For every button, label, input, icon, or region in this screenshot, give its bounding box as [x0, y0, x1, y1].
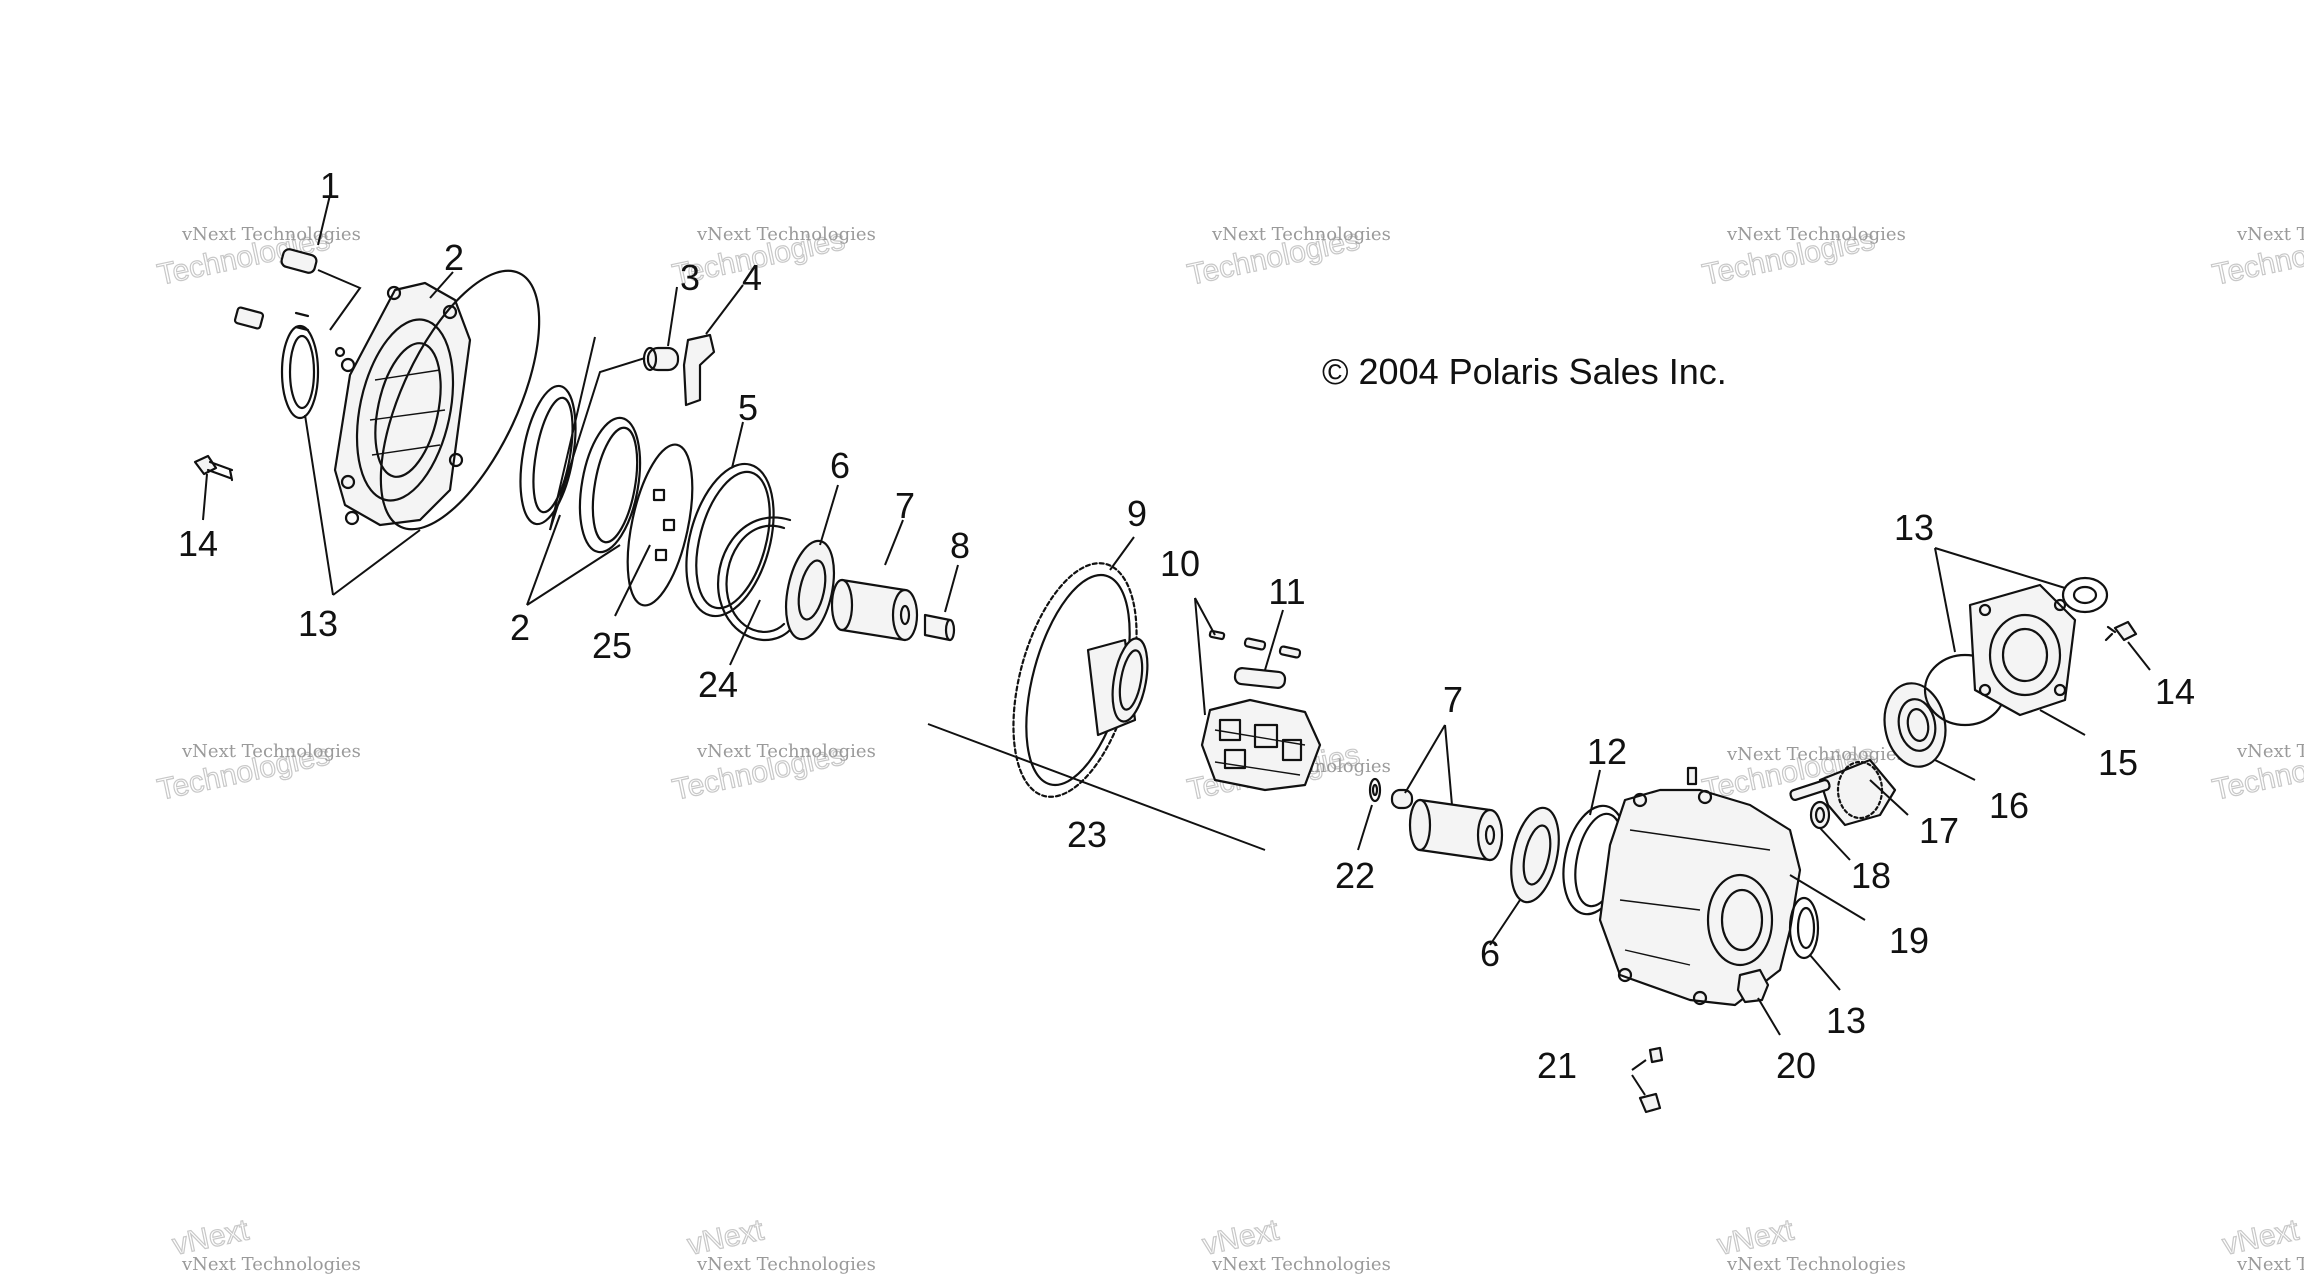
watermark-text: vNext Technologies	[2236, 741, 2304, 762]
watermark-text: vNext Technologies	[696, 224, 876, 245]
callout-12: 12	[1587, 731, 1627, 772]
part-13-seal-upper-right	[2061, 576, 2109, 614]
watermark-text: vNext Technologies	[2236, 224, 2304, 245]
copyright-notice: © 2004 Polaris Sales Inc.	[1322, 351, 1727, 392]
part-oring-large	[379, 269, 541, 531]
part-7-spacer-left	[830, 578, 919, 642]
callout-13: 13	[1894, 507, 1934, 548]
callout-8: 8	[950, 525, 970, 566]
callout-3: 3	[680, 257, 700, 298]
watermark-text: vNext Technologies	[2236, 1254, 2304, 1275]
watermark-row-1: Technologies vNext Technologies Technolo…	[154, 223, 2304, 293]
part-24-retaining-ring	[717, 516, 792, 642]
callout-14: 14	[2155, 671, 2195, 712]
callout-14: 14	[178, 523, 218, 564]
callout-1: 1	[320, 165, 340, 206]
watermark-text: vNext Technologies	[181, 741, 361, 762]
part-21-drain-screw	[1638, 1046, 1664, 1114]
watermark-row-3: vNext vNext Technologies vNext vNext Tec…	[169, 1213, 2304, 1275]
callout-7: 7	[1443, 679, 1463, 720]
callout-15: 15	[2098, 742, 2138, 783]
callout-18: 18	[1851, 855, 1891, 896]
part-10-11-differential-carrier	[1200, 629, 1322, 792]
part-8-pin	[923, 613, 956, 642]
callout-7: 7	[895, 485, 915, 526]
callout-6: 6	[1480, 933, 1500, 974]
part-2-cover-housing	[333, 281, 472, 527]
callout-17: 17	[1919, 810, 1959, 851]
callout-21: 21	[1537, 1045, 1577, 1086]
callout-11: 11	[1268, 571, 1305, 612]
watermark-text: vNext Technologies	[1726, 744, 1906, 765]
part-18-pinion-bearing	[1809, 800, 1831, 830]
callouts: 1 2 3 4 5 6 7 8 9 10 11 12 13 14 15 16 1…	[178, 165, 2195, 1086]
part-15-bearing-housing	[1968, 583, 2077, 717]
callout-22: 22	[1335, 855, 1375, 896]
part-6-bearing-left	[785, 539, 835, 641]
watermark-text: vNext Technologies	[181, 1254, 361, 1275]
callout-4: 4	[742, 257, 762, 298]
callout-24: 24	[698, 664, 738, 705]
part-2-bearing-races	[519, 384, 642, 554]
part-14-bolt-left	[193, 454, 234, 482]
part-7-spacer-right	[1390, 788, 1504, 862]
part-3-bushing	[642, 346, 680, 372]
watermark-text: vNext Technologies	[1726, 1254, 1906, 1275]
part-1-dowel-pins	[233, 248, 346, 358]
callout-20: 20	[1776, 1045, 1816, 1086]
part-14-bolt-right	[2104, 620, 2138, 642]
callout-9: 9	[1127, 493, 1147, 534]
watermark-text: vNext Technologies	[696, 1254, 876, 1275]
part-25-thrust-washer	[626, 443, 694, 607]
leader-lines	[202, 194, 2151, 1096]
part-6-bearing-right	[1510, 806, 1560, 904]
callout-6: 6	[830, 445, 850, 486]
callout-16: 16	[1989, 785, 2029, 826]
callout-10: 10	[1160, 543, 1200, 584]
part-13-seal-left	[280, 324, 320, 420]
part-19-gear-case	[1598, 766, 1802, 1007]
watermark-text: vNext Technologies	[696, 741, 876, 762]
part-5-snap-ring	[685, 462, 775, 618]
callout-25: 25	[592, 625, 632, 666]
part-4-bracket	[682, 333, 716, 407]
part-20-plug	[1736, 968, 1770, 1004]
callout-2: 2	[510, 607, 530, 648]
callout-13: 13	[298, 603, 338, 644]
part-9-ring-gear	[1012, 562, 1149, 798]
watermark-text: vNext Technologies	[1726, 224, 1906, 245]
callout-2: 2	[444, 237, 464, 278]
callout-13: 13	[1826, 1000, 1866, 1041]
callout-5: 5	[738, 387, 758, 428]
callout-19: 19	[1889, 920, 1929, 961]
watermark-text: vNext Technologies	[1211, 224, 1391, 245]
part-13-seal-lower-right	[1788, 896, 1820, 960]
watermark-text: vNext Technologies	[1211, 1254, 1391, 1275]
watermark-text: vNext Technologies	[181, 224, 361, 245]
part-22-washer	[1368, 777, 1382, 803]
callout-23: 23	[1067, 814, 1107, 855]
